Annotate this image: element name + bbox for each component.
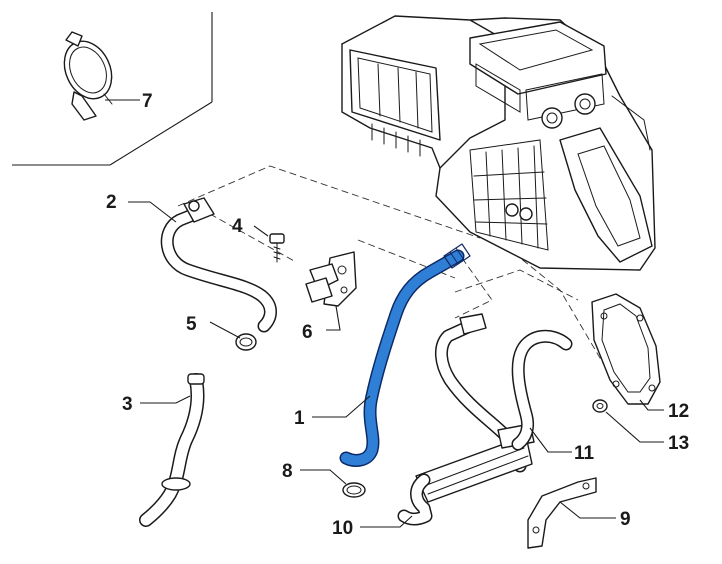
part-5-clamp [235, 333, 257, 351]
part-1-hose-highlighted [339, 243, 471, 467]
assembly-guide-lines [177, 165, 621, 393]
part-7-clamp [63, 31, 113, 121]
part-12-gasket [591, 293, 661, 405]
callout-labels: 7 2 4 5 3 6 1 8 10 9 11 12 13 [106, 91, 689, 539]
part-8-clamp [342, 482, 366, 498]
part-10-pipe-assembly [397, 313, 535, 526]
callout-7: 7 [142, 91, 153, 112]
callout-4: 4 [232, 216, 243, 237]
callout-6: 6 [302, 322, 313, 343]
part-3-hose [139, 373, 205, 527]
inset-frame [12, 12, 213, 166]
part-9-bracket [527, 477, 597, 549]
callout-5: 5 [186, 314, 197, 335]
hvac-housing [341, 15, 656, 271]
callout-10: 10 [332, 518, 353, 539]
callout-9: 9 [620, 509, 631, 530]
callout-13: 13 [668, 433, 689, 454]
leader-lines [105, 99, 664, 528]
callout-8: 8 [282, 461, 293, 482]
callout-1: 1 [294, 408, 305, 429]
part-4-bolt [269, 233, 285, 263]
part-6-bracket [305, 251, 357, 307]
callout-2: 2 [106, 192, 117, 213]
callout-12: 12 [668, 401, 689, 422]
callout-3: 3 [122, 394, 133, 415]
callout-11: 11 [574, 443, 595, 464]
part-11-hose [511, 329, 573, 451]
part-13-nut [592, 399, 608, 413]
part-2-hose [160, 197, 277, 333]
